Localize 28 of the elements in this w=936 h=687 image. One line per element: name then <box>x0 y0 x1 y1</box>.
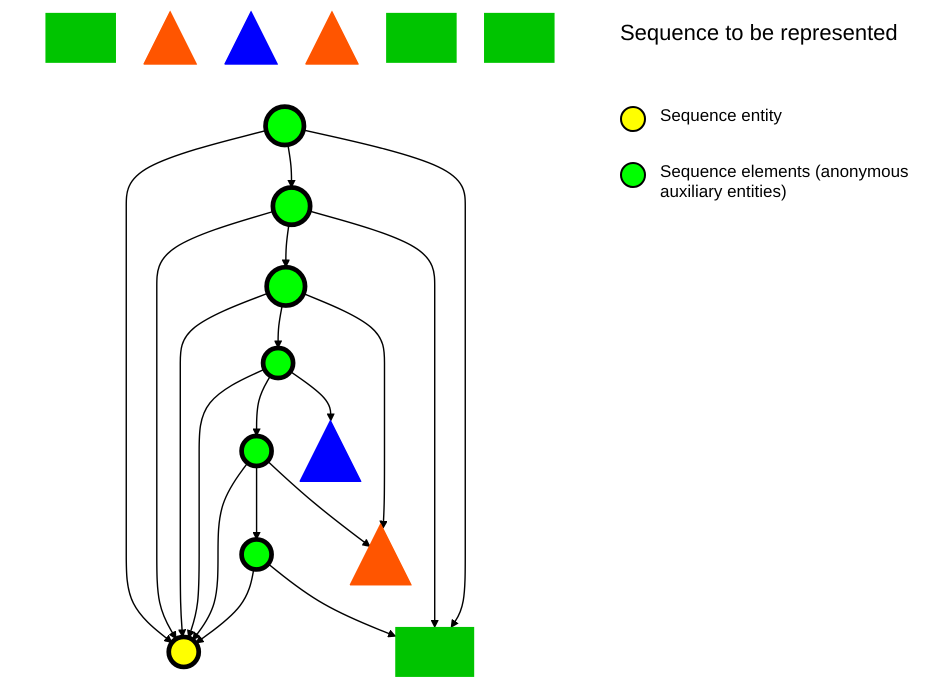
legend-text: Sequence elements (anonymous auxiliary entities) <box>660 162 910 202</box>
arrow <box>268 562 396 637</box>
arrow <box>178 292 268 637</box>
node-circle <box>270 184 312 227</box>
arrow <box>287 144 296 188</box>
arrow <box>156 210 274 639</box>
arrow <box>252 375 272 436</box>
node-circle <box>166 634 202 669</box>
node-circle <box>260 345 296 380</box>
node-circle <box>264 264 308 308</box>
node-circle <box>239 536 274 572</box>
arrow <box>303 128 466 628</box>
node-box <box>45 12 116 62</box>
node-circle <box>263 104 306 147</box>
legend-text: Sequence entity <box>660 106 782 126</box>
node-box <box>386 12 457 62</box>
arrow <box>274 304 283 348</box>
node-box <box>484 12 555 62</box>
arrow <box>303 292 388 528</box>
arrow <box>196 568 254 643</box>
node-box <box>395 626 474 676</box>
node-circle <box>239 433 274 468</box>
arrow <box>126 129 266 642</box>
arrow <box>192 462 248 640</box>
arrow <box>186 368 265 638</box>
arrow <box>267 460 370 546</box>
arrow <box>290 370 335 421</box>
diagram-heading: Sequence to be represented <box>620 20 898 46</box>
